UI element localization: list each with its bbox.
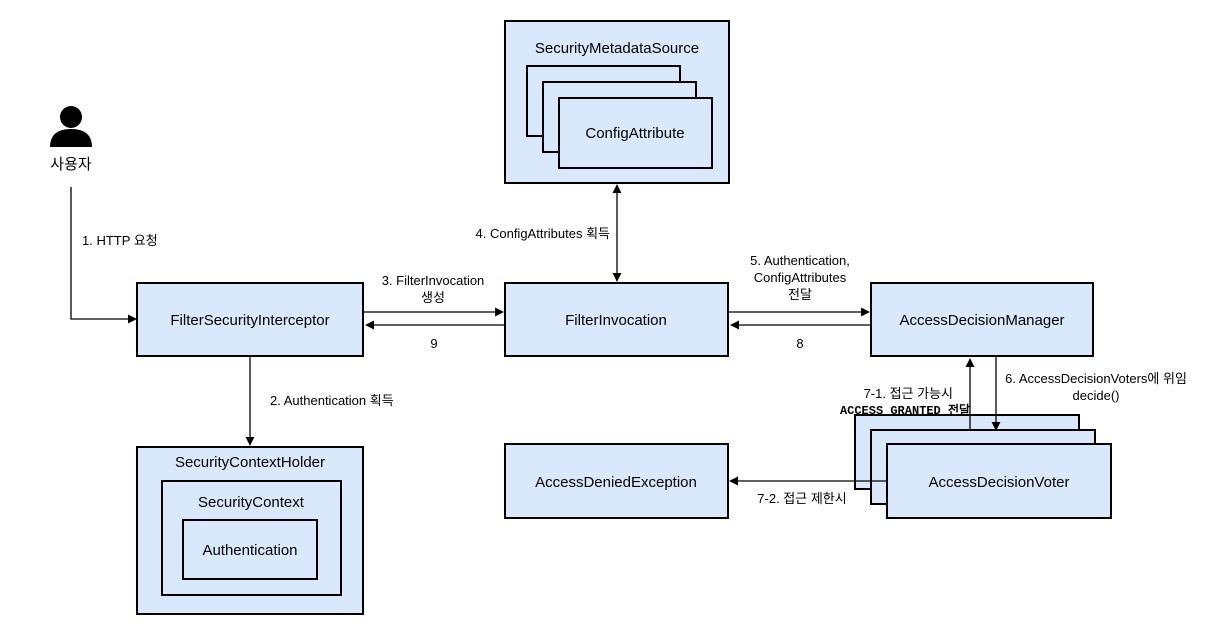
filter-invocation-box — [504, 282, 729, 357]
edge-label-delegate-voters-1: 6. AccessDecisionVoters에 위임 — [1005, 371, 1187, 386]
edge-label-access-granted-2: ACCESS_GRANTED 전달 — [840, 402, 970, 418]
edge-label-pass-authentication-3: 전달 — [788, 287, 812, 302]
edge-label-access-denied: 7-2. 접근 제한시 — [757, 491, 846, 506]
edge-label-delegate-voters-2: decide() — [1073, 388, 1120, 403]
config-attribute-label: ConfigAttribute — [585, 125, 684, 142]
user-label: 사용자 — [50, 156, 92, 173]
edge-label-get-config-attributes: 4. ConfigAttributes 획득 — [476, 226, 611, 241]
security-context-label: SecurityContext — [198, 494, 305, 511]
filter-security-interceptor-box — [136, 282, 364, 357]
access-denied-exception-label: AccessDeniedException — [535, 474, 697, 491]
config-attribute-box — [558, 97, 713, 169]
edge-label-http-request: 1. HTTP 요청 — [82, 233, 158, 248]
filter-invocation-label: FilterInvocation — [565, 312, 667, 329]
filter-security-interceptor-label: FilterSecurityInterceptor — [170, 312, 329, 329]
access-decision-voter-label: AccessDecisionVoter — [929, 474, 1070, 491]
access-denied-exception-box — [504, 443, 729, 519]
edge-label-create-filter-invocation-2: 생성 — [421, 290, 445, 305]
user-icon — [50, 106, 92, 147]
edge-label-pass-authentication-1: 5. Authentication, — [750, 253, 850, 268]
edge-label-step-9: 9 — [430, 336, 437, 351]
access-decision-manager-label: AccessDecisionManager — [899, 312, 1064, 329]
edge-label-create-filter-invocation-1: 3. FilterInvocation — [382, 273, 485, 288]
access-decision-voter-box — [886, 443, 1112, 519]
edge-label-get-authentication: 2. Authentication 획득 — [270, 393, 394, 408]
authentication-box — [182, 519, 318, 580]
edge-label-pass-authentication-2: ConfigAttributes — [754, 270, 847, 285]
edge-http-request — [70, 187, 137, 324]
security-metadata-source-label: SecurityMetadataSource — [535, 40, 699, 57]
security-context-holder-label: SecurityContextHolder — [175, 454, 325, 471]
authentication-label: Authentication — [202, 542, 297, 559]
edge-label-access-granted-1: 7-1. 접근 가능시 — [864, 386, 953, 401]
access-decision-manager-box — [870, 282, 1094, 357]
edge-label-step-8: 8 — [796, 336, 803, 351]
